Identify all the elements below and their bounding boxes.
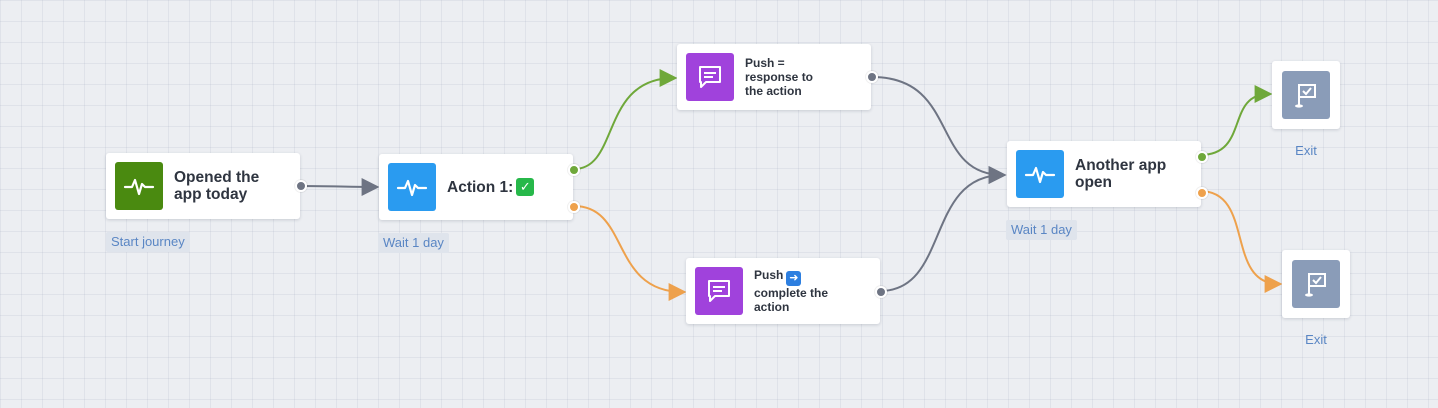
node-push-response-output-port[interactable]: [866, 71, 878, 83]
node-another-open-line1: Another app: [1075, 157, 1167, 174]
node-push-response[interactable]: Push = response to the action: [677, 44, 878, 110]
activity-pulse-icon: [115, 162, 163, 210]
node-push-complete-line3: action: [754, 300, 790, 314]
node-exit-bottom[interactable]: [1282, 250, 1350, 318]
node-another-open-line2: open: [1075, 174, 1113, 191]
node-push-complete-line1-wrap: Push➜: [754, 268, 828, 286]
node-push-response-label: Push = response to the action: [745, 44, 861, 110]
finish-flag-icon: [1282, 71, 1330, 119]
node-push-complete-line1: Push: [754, 268, 784, 282]
caption-action1-wait: Wait 1 day: [378, 233, 449, 253]
node-push-complete-line2: complete the: [754, 286, 829, 300]
check-mark-emoji-icon: ✓: [516, 178, 535, 196]
node-push-response-line3: the action: [745, 84, 802, 98]
chat-message-icon: [695, 267, 743, 315]
node-start-opened-app[interactable]: Opened the app today: [106, 153, 307, 219]
node-push-complete-label: Push➜ complete the action: [754, 258, 870, 324]
edge-start-to-action1: [300, 177, 380, 196]
caption-exit-bottom: Exit: [1305, 332, 1327, 347]
activity-pulse-icon: [388, 163, 436, 211]
node-action1-label: Action 1:✓: [447, 154, 563, 220]
edge-action1-no-to-push-complete: [573, 205, 687, 301]
edge-another-open-no-to-exit-bottom: [1199, 190, 1283, 293]
caption-another-open-wait: Wait 1 day: [1006, 220, 1077, 240]
node-push-response-line1: Push =: [745, 56, 785, 70]
caption-start-journey: Start journey: [106, 232, 190, 252]
node-start-label-line1: Opened the: [174, 169, 260, 186]
node-start-output-port[interactable]: [295, 180, 307, 192]
chat-message-icon: [686, 53, 734, 101]
caption-exit-top: Exit: [1295, 143, 1317, 158]
node-action1-label-text: Action 1:: [447, 178, 514, 196]
node-another-open-yes-port[interactable]: [1196, 151, 1208, 163]
node-push-complete[interactable]: Push➜ complete the action: [686, 258, 887, 324]
node-another-app-open[interactable]: Another app open: [1007, 141, 1208, 207]
node-push-complete-output-port[interactable]: [875, 286, 887, 298]
node-push-response-line2: response to: [745, 70, 814, 84]
edge-another-open-yes-to-exit-top: [1199, 85, 1273, 156]
node-another-app-open-label: Another app open: [1075, 141, 1191, 207]
activity-pulse-icon: [1016, 150, 1064, 198]
edge-action1-yes-to-push-response: [573, 69, 678, 170]
edge-push-response-to-another-open: [871, 76, 1007, 184]
node-start-label-line2: app today: [174, 186, 248, 203]
node-start-label: Opened the app today: [174, 153, 290, 219]
node-another-open-no-port[interactable]: [1196, 187, 1208, 199]
node-action1-no-port[interactable]: [568, 201, 580, 213]
finish-flag-icon: [1292, 260, 1340, 308]
node-action1-yes-port[interactable]: [568, 164, 580, 176]
node-exit-top[interactable]: [1272, 61, 1340, 129]
edge-push-complete-to-another-open: [879, 166, 1007, 292]
node-action1[interactable]: Action 1:✓: [379, 154, 580, 220]
right-arrow-emoji-icon: ➜: [786, 271, 802, 286]
